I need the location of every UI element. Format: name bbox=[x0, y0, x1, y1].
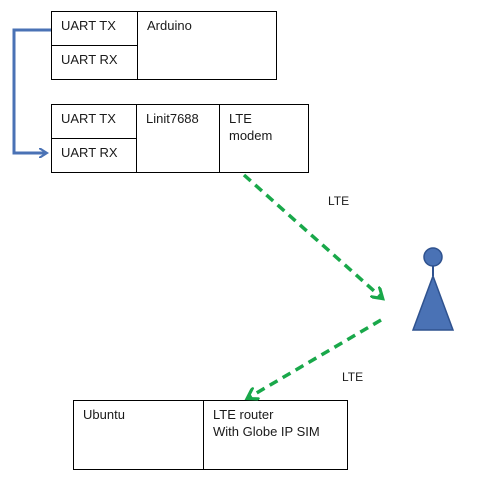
linkit-uart-rx: UART RX bbox=[61, 145, 118, 160]
arduino-uart-tx: UART TX bbox=[61, 18, 116, 33]
cell-tower-icon bbox=[411, 247, 455, 331]
server-divider-v bbox=[203, 401, 204, 469]
linkit-block: UART TX UART RX Linit7688 LTE modem bbox=[51, 104, 309, 173]
arduino-divider-v bbox=[137, 12, 138, 79]
lte-router-label: LTE router With Globe IP SIM bbox=[213, 407, 320, 439]
lte-link-label-upper: LTE bbox=[328, 194, 350, 208]
lte-link-modem-to-tower bbox=[242, 173, 382, 298]
linkit-divider-v2 bbox=[219, 105, 220, 172]
lte-link-label-lower: LTE bbox=[342, 370, 364, 384]
arduino-name: Arduino bbox=[147, 18, 192, 33]
arduino-block: UART TX UART RX Arduino bbox=[51, 11, 277, 80]
linkit-name: Linit7688 bbox=[146, 111, 199, 126]
linkit-divider-v1 bbox=[136, 105, 137, 172]
arduino-uart-rx: UART RX bbox=[61, 52, 118, 67]
server-block: Ubuntu LTE router With Globe IP SIM bbox=[73, 400, 348, 470]
lte-modem-label: LTE modem bbox=[229, 111, 273, 143]
uart-wire-arrow bbox=[12, 28, 51, 153]
linkit-uart-tx: UART TX bbox=[61, 111, 116, 126]
arduino-divider-h bbox=[52, 45, 137, 46]
ubuntu-label: Ubuntu bbox=[83, 407, 125, 422]
lte-link-tower-to-router bbox=[248, 318, 382, 398]
linkit-divider-h bbox=[52, 138, 136, 139]
